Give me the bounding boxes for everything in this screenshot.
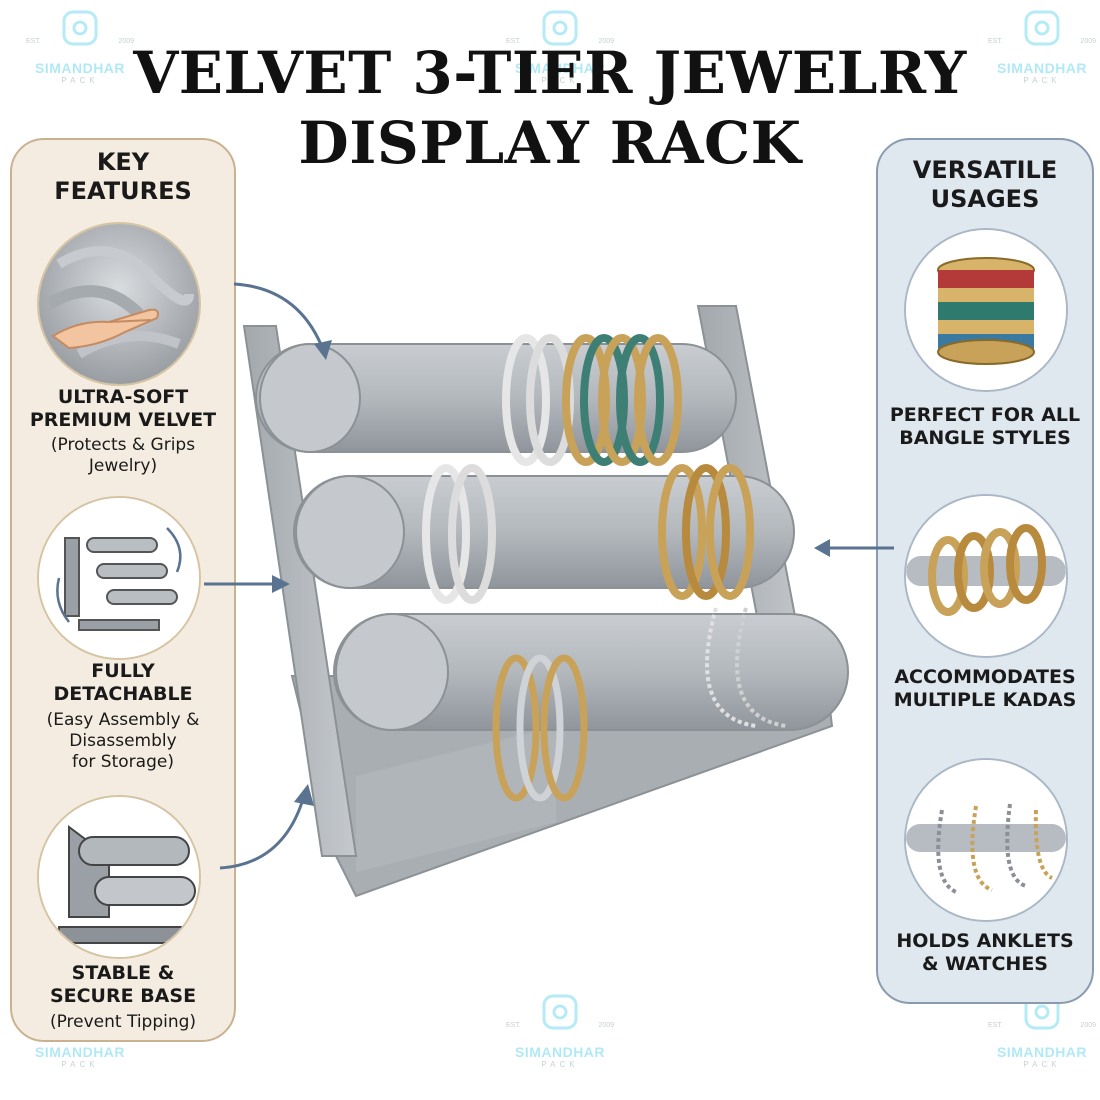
watermark-top-right: EST. 2009 SIMANDHAR PACK (982, 8, 1100, 85)
stable-base-icon (37, 795, 201, 959)
watermark-brand: SIMANDHAR (34, 1044, 126, 1060)
feature-sub-line: Jewelry) (88, 456, 158, 476)
heading-line-2: FEATURES (54, 177, 192, 205)
feature-title-line: FULLY (91, 660, 155, 682)
arrow-kadas-icon (814, 539, 894, 557)
watermark-top-center: EST. 2009 SIMANDHAR PACK (500, 8, 620, 85)
watermark-sub: PACK (1023, 1060, 1061, 1069)
watermark-logo-icon (542, 10, 578, 46)
watermark-year: 2009 (598, 38, 614, 45)
bangles-stack-icon (904, 228, 1068, 392)
watermark-est: EST. (26, 38, 41, 45)
arrow-stable-icon (219, 784, 314, 870)
page-title: VELVET 3-TIER JEWELRY DISPLAY RACK (0, 38, 1100, 178)
feature-sub-line: Disassembly (69, 731, 177, 751)
watermark-top-left: EST. 2009 SIMANDHAR PACK (20, 8, 140, 85)
watermark-brand: SIMANDHAR (34, 60, 126, 76)
velvet-hand-icon (37, 222, 201, 386)
watermark-est: EST. (506, 38, 521, 45)
feature-velvet-subtitle: (Protects & Grips Jewelry) (10, 435, 236, 477)
watermark-year: 2009 (598, 1022, 614, 1029)
bangles-bottom-rod (492, 607, 787, 802)
heading-line-2: USAGES (930, 185, 1040, 213)
watermark-est: EST. (988, 38, 1003, 45)
feature-sub-line: for Storage) (72, 752, 174, 772)
feature-detachable-subtitle: (Easy Assembly & Disassembly for Storage… (10, 710, 236, 773)
usage-label-line: & WATCHES (922, 953, 1048, 975)
usage-kadas-label: ACCOMMODATES MULTIPLE KADAS (876, 666, 1094, 712)
versatile-usages-heading: VERSATILE USAGES (876, 156, 1094, 214)
watermark-year: 2009 (118, 38, 134, 45)
watermark-sub: PACK (541, 76, 579, 85)
heading-line-1: KEY (96, 148, 150, 176)
bangles-top-rod (502, 334, 682, 466)
feature-sub-line: (Protects & Grips (50, 435, 196, 455)
watermark-sub: PACK (541, 1060, 579, 1069)
title-line-1: VELVET 3-TIER JEWELRY (133, 39, 967, 107)
watermark-bottom-right: EST. 2009 SIMANDHAR PACK (982, 992, 1100, 1069)
bangles-middle-rod (422, 464, 754, 604)
usage-label-line: PERFECT FOR ALL (889, 404, 1081, 426)
heading-line-1: VERSATILE (912, 156, 1058, 184)
watermark-est: EST. (506, 1022, 521, 1029)
watermark-brand: SIMANDHAR (514, 60, 606, 76)
feature-title-line: DETACHABLE (53, 683, 193, 705)
usage-bangle-label: PERFECT FOR ALL BANGLE STYLES (876, 404, 1094, 450)
watermark-brand: SIMANDHAR (996, 1044, 1088, 1060)
feature-sub-line: (Easy Assembly & (46, 710, 200, 730)
usage-label-line: BANGLE STYLES (899, 427, 1071, 449)
watermark-logo-icon (542, 994, 578, 1030)
feature-stable-subtitle: (Prevent Tipping) (10, 1012, 236, 1033)
feature-title-line: PREMIUM VELVET (29, 409, 217, 431)
product-rack-illustration (242, 305, 849, 898)
watermark-sub: PACK (61, 76, 99, 85)
arrow-velvet-icon (233, 282, 332, 360)
watermark-bottom-center: EST. 2009 SIMANDHAR PACK (500, 992, 620, 1069)
feature-velvet-title: ULTRA-SOFT PREMIUM VELVET (10, 386, 236, 432)
usage-label-line: ACCOMMODATES (894, 666, 1076, 688)
feature-stable-title: STABLE & SECURE BASE (10, 962, 236, 1008)
watermark-year: 2009 (1080, 38, 1096, 45)
key-features-heading: KEY FEATURES (10, 148, 236, 206)
feature-title-line: STABLE & (71, 962, 175, 984)
detachable-parts-icon (37, 496, 201, 660)
rack-rod-top (255, 343, 737, 453)
watermark-brand: SIMANDHAR (996, 60, 1088, 76)
watermark-sub: PACK (1023, 76, 1061, 85)
watermark-logo-icon (1024, 10, 1060, 46)
watermark-year: 2009 (1080, 1022, 1096, 1029)
arrow-detachable-icon (204, 575, 290, 593)
watermark-brand: SIMANDHAR (514, 1044, 606, 1060)
watermark-sub: PACK (61, 1060, 99, 1069)
kadas-on-rod-icon (904, 494, 1068, 658)
feature-title-line: ULTRA-SOFT (57, 386, 189, 408)
feature-title-line: SECURE BASE (49, 985, 197, 1007)
usage-label-line: MULTIPLE KADAS (893, 689, 1077, 711)
rack-side-left (242, 325, 358, 857)
anklets-on-rod-icon (904, 758, 1068, 922)
watermark-logo-icon (62, 10, 98, 46)
feature-sub-line: (Prevent Tipping) (49, 1012, 197, 1032)
rack-rod-middle (293, 475, 795, 589)
feature-detachable-title: FULLY DETACHABLE (10, 660, 236, 706)
usage-anklets-label: HOLDS ANKLETS & WATCHES (876, 930, 1094, 976)
rack-rod-bottom (333, 613, 849, 731)
usage-label-line: HOLDS ANKLETS (896, 930, 1074, 952)
rack-base-front (356, 726, 556, 873)
title-line-2: DISPLAY RACK (298, 109, 802, 177)
watermark-est: EST. (988, 1022, 1003, 1029)
